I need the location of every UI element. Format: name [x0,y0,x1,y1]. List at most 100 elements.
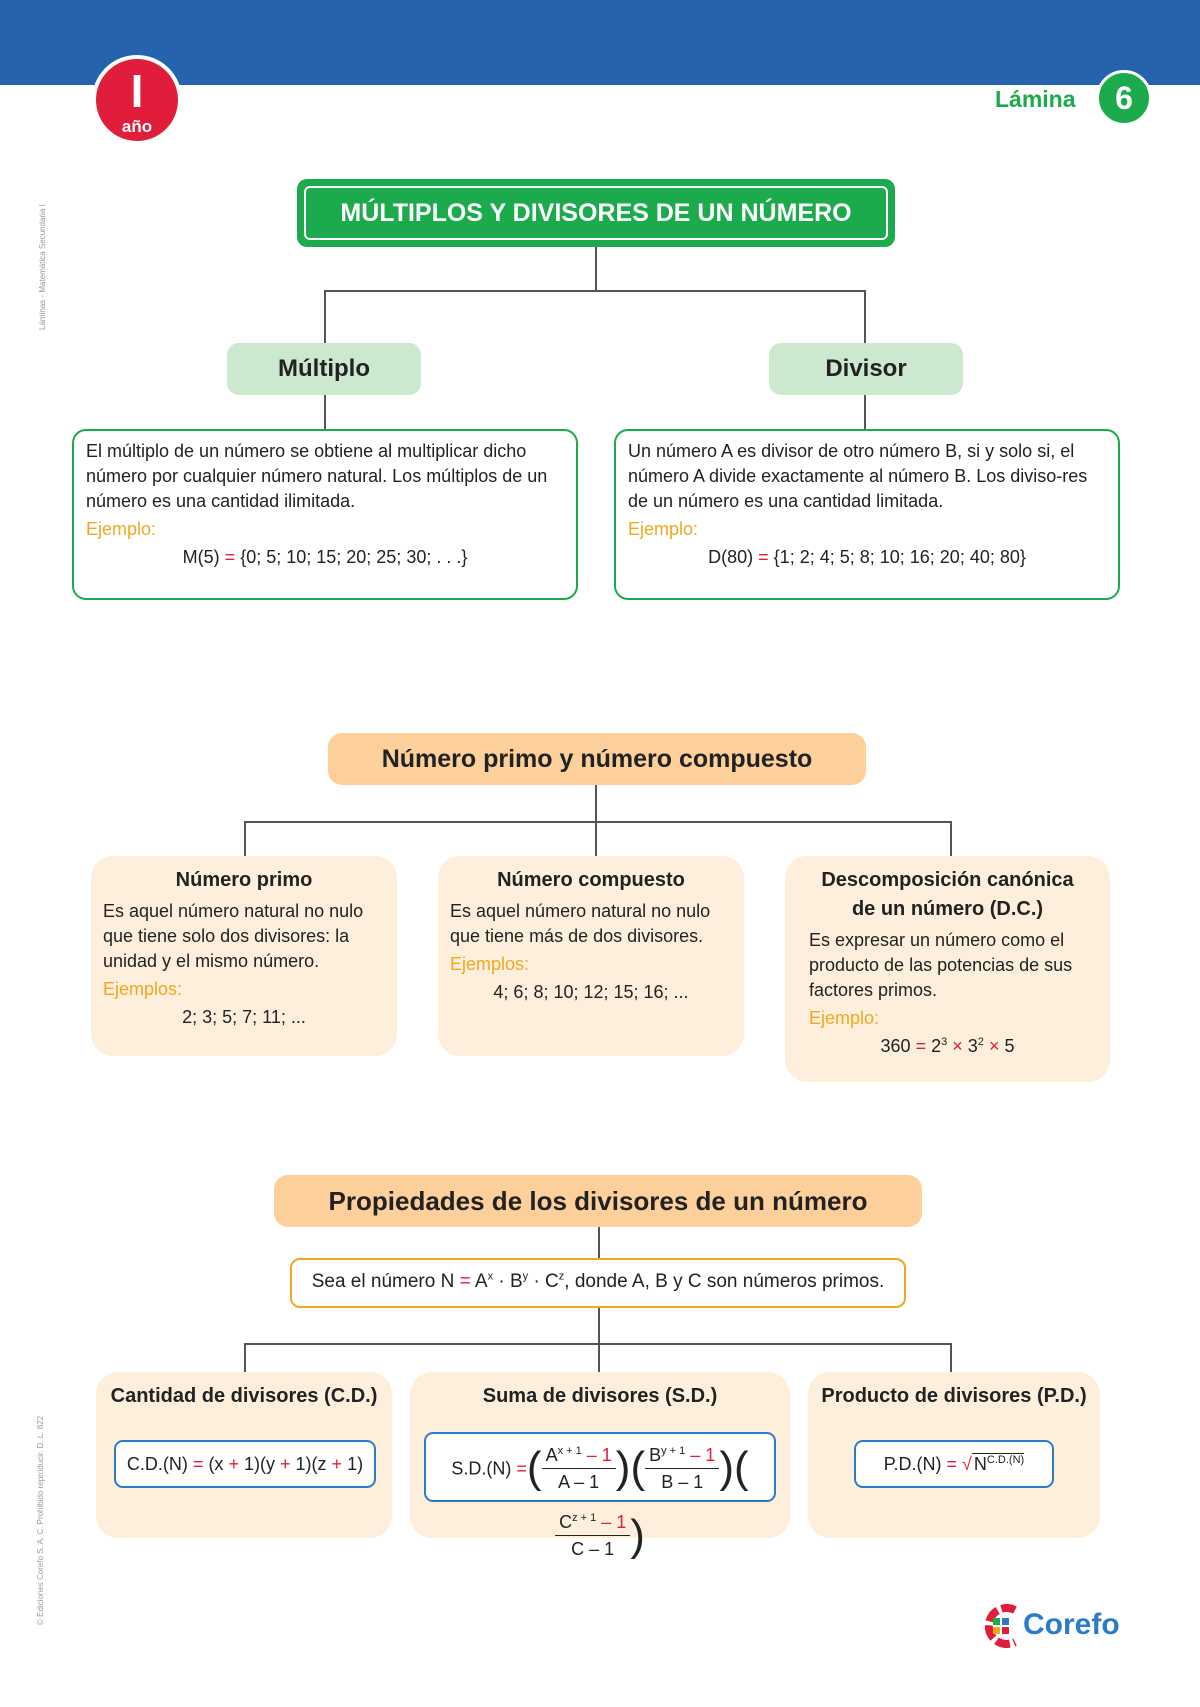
cd-card: Cantidad de divisores (C.D.) C.D.(N) = (… [96,1372,392,1538]
prime-heading: Número primo [175,869,313,891]
composite-example: 4; 6; 8; 10; 12; 15; 16; ... [493,982,689,1002]
equals-sign: = [224,547,236,567]
radical-sign: √ [962,1454,972,1474]
section1-title-text: MÚLTIPLOS Y DIVISORES DE UN NÚMERO [304,186,888,240]
radicand: NC.D.(N) [971,1453,1025,1474]
factor-exponent: 2 [977,1036,984,1048]
sheet-label: Lámina [995,86,1076,112]
radicand-base: N [973,1454,987,1474]
formula-part: 1) [347,1454,364,1474]
pd-formula: P.D.(N) = √NC.D.(N) [854,1440,1054,1488]
example-lhs: M(5) [182,547,220,567]
multiple-definition: El múltiplo de un número se obtiene al m… [86,441,548,511]
divisor-definition: Un número A es divisor de otro número B,… [628,441,1088,511]
numerator-base: B [649,1444,662,1465]
connector [244,821,952,823]
statement-text: Sea el número N [311,1271,455,1292]
example-lhs: D(80) [708,547,754,567]
connector [244,821,246,856]
grade-number: I [130,65,144,117]
connector [244,1343,246,1372]
denominator: A – 1 [558,1471,600,1492]
formula-part: (x [208,1454,224,1474]
multiple-heading: Múltiplo [227,343,421,395]
right-paren: ) [719,1443,734,1493]
corefo-logo-icon [984,1604,1017,1648]
example-rhs: {0; 5; 10; 15; 20; 25; 30; . . .} [240,547,468,567]
plus-sign: + [331,1454,343,1474]
numerator-base: A [545,1444,558,1465]
minus-one: – 1 [601,1512,627,1532]
prime-definition: Es aquel número natural no nulo que tien… [103,901,364,971]
section1-title: MÚLTIPLOS Y DIVISORES DE UN NÚMERO [297,179,895,247]
exponent: z [558,1270,565,1283]
connector [595,247,597,291]
numerator-exponent: z + 1 [572,1512,597,1524]
connector [864,395,866,430]
composite-definition: Es aquel número natural no nulo que tien… [450,901,711,946]
left-paren: ( [630,1443,646,1493]
sd-card: Suma de divisores (S.D.) S.D.(N) =(Ax + … [410,1372,790,1560]
numerator-exponent: y + 1 [661,1444,686,1457]
statement-text: A [474,1271,488,1292]
canonical-heading: Descomposición canónica de un número (D.… [821,869,1074,920]
statement-text: , donde A, B y C son números primos. [564,1271,885,1292]
divisor-example-label: Ejemplo: [628,519,699,539]
side-note-bottom: © Ediciones Corefo S. A. C. Prohibido re… [36,1415,45,1625]
prime-card: Número primo Es aquel número natural no … [91,856,397,1056]
divisor-heading: Divisor [769,343,963,395]
canonical-example: 360 = 23 × 32 × 5 [797,1034,1098,1059]
grade-badge: I año [92,55,182,145]
divisor-example: D(80) = {1; 2; 4; 5; 8; 10; 16; 20; 40; … [628,545,1106,570]
numerator-base: C [559,1512,573,1532]
formula-lhs: S.D.(N) [451,1458,512,1479]
equals-sign: = [192,1454,204,1474]
canonical-card: Descomposición canónica de un número (D.… [785,856,1110,1082]
factor-base: 2 [931,1036,942,1056]
canonical-example-label: Ejemplo: [809,1008,880,1028]
times-sign: × [988,1036,1000,1056]
left-paren: ( [526,1443,542,1493]
right-paren: ) [630,1510,645,1560]
denominator: B – 1 [661,1471,704,1492]
prime-example-label: Ejemplos: [103,979,183,999]
connector [324,290,326,344]
sheet-number: 6 [1096,70,1152,126]
composite-example-label: Ejemplos: [450,954,530,974]
pd-card: Producto de divisores (P.D.) P.D.(N) = √… [808,1372,1100,1538]
cd-formula: C.D.(N) = (x + 1)(y + 1)(z + 1) [114,1440,376,1488]
exponent: y [522,1270,529,1283]
statement-text: · C [528,1271,559,1292]
number-statement: Sea el número N = Ax · By · Cz, donde A,… [290,1258,906,1308]
multiple-example: M(5) = {0; 5; 10; 15; 20; 25; 30; . . .} [86,545,564,570]
connector [598,1227,600,1258]
equals-sign: = [459,1271,471,1292]
section3-title: Propiedades de los divisores de un númer… [274,1175,922,1227]
grade-label: año [121,117,153,136]
minus-one: – 1 [690,1444,716,1465]
numerator-exponent: x + 1 [557,1444,582,1457]
sd-heading: Suma de divisores (S.D.) [482,1385,718,1407]
composite-heading: Número compuesto [497,869,685,891]
equals-sign: = [516,1458,527,1479]
side-note-top: Láminas - Matemática Secundaria I [38,204,47,330]
statement-text: · B [493,1271,523,1292]
top-banner [0,0,1200,85]
equals-sign: = [946,1454,958,1474]
connector [950,821,952,856]
formula-part: 1)(y [243,1454,275,1474]
divisor-box: Un número A es divisor de otro número B,… [614,429,1120,600]
formula-lhs: C.D.(N) [126,1454,188,1474]
prime-example: 2; 3; 5; 7; 11; ... [182,1007,306,1027]
section2-title: Número primo y número compuesto [328,733,866,785]
multiple-example-label: Ejemplo: [86,519,157,539]
factor-exponent: 3 [941,1036,948,1048]
factor-base: 3 [967,1036,978,1056]
example-rhs: {1; 2; 4; 5; 8; 10; 16; 20; 40; 80} [773,547,1026,567]
cd-heading: Cantidad de divisores (C.D.) [110,1385,378,1407]
pd-heading: Producto de divisores (P.D.) [821,1385,1087,1407]
brand-name: Corefo [1023,1608,1120,1641]
